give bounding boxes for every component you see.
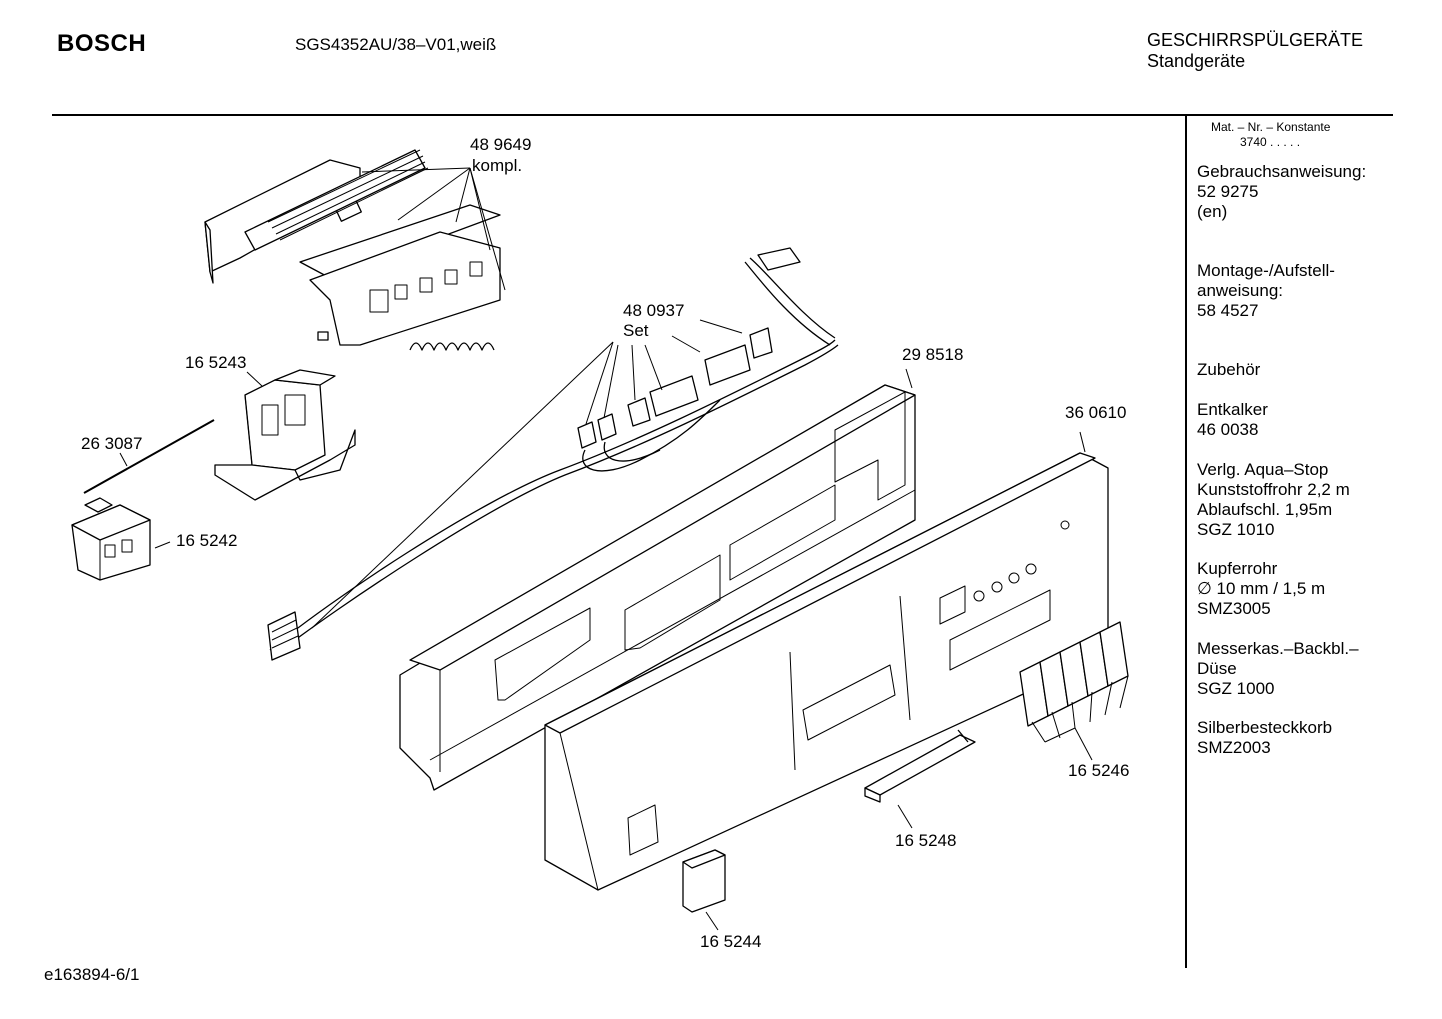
- button-set: [1019, 621, 1129, 727]
- subcategory-title: Standgeräte: [1147, 51, 1246, 71]
- mat-nr-value: 3740 . . . . .: [1240, 135, 1301, 149]
- sidebar-line: (en): [1197, 202, 1228, 221]
- part-label-165248: 16 5248: [895, 831, 957, 850]
- sidebar-block-cutlery-basket: Silberbesteckkorb SMZ2003: [1197, 718, 1332, 758]
- sidebar-line: ∅ 10 mm / 1,5 m: [1197, 579, 1326, 598]
- exploded-parts-diagram: [71, 149, 1129, 931]
- panel-frame: [399, 384, 916, 791]
- sidebar-block-installation: Montage-/Aufstell- anweisung: 58 4527: [1197, 261, 1335, 321]
- part-label-165243: 16 5243: [185, 353, 247, 372]
- mat-nr-label: Mat. – Nr. – Konstante: [1211, 120, 1331, 134]
- sidebar-line: SMZ2003: [1197, 738, 1271, 757]
- switch-part: [71, 497, 151, 581]
- sidebar-block-descaler: Entkalker 46 0038: [1197, 400, 1268, 440]
- sidebar-line: 52 9275: [1197, 182, 1259, 201]
- sidebar-line: Kupferrohr: [1197, 559, 1278, 578]
- diagram-code: e163894-6/1: [44, 965, 140, 984]
- header-divider: [52, 114, 1393, 116]
- sidebar-line: Montage-/Aufstell-: [1197, 261, 1335, 280]
- part-label-165244: 16 5244: [700, 932, 762, 951]
- sidebar-line: Gebrauchsanweisung:: [1197, 162, 1367, 181]
- part-label-165242: 16 5242: [176, 531, 238, 550]
- part-label-298518: 29 8518: [902, 345, 964, 364]
- sidebar-line: Entkalker: [1197, 400, 1268, 419]
- part-label-489649: 48 9649: [470, 135, 532, 154]
- brand-logo: BOSCH: [57, 30, 147, 57]
- sidebar-line: anweisung:: [1197, 281, 1284, 300]
- sidebar-line: 46 0038: [1197, 420, 1259, 439]
- sidebar-line: Ablaufschl. 1,95m: [1197, 500, 1333, 519]
- front-panel: [544, 452, 1109, 891]
- sidebar-line: Silberbesteckkorb: [1197, 718, 1333, 737]
- sidebar-line: Messerkas.–Backbl.–: [1197, 639, 1359, 658]
- sidebar-line: SGZ 1000: [1197, 679, 1275, 698]
- electronic-module: [204, 149, 501, 351]
- rod-part: [83, 419, 215, 494]
- wiring-harness: [267, 247, 839, 661]
- sidebar-block-accessories: Zubehör: [1197, 360, 1260, 380]
- sidebar-line: Zubehör: [1197, 360, 1261, 379]
- model-number: SGS4352AU/38–V01,weiß: [295, 35, 497, 54]
- part-label-165246: 16 5246: [1068, 761, 1130, 780]
- knob-part: [682, 849, 726, 913]
- part-label-480937-sub: Set: [623, 321, 649, 340]
- sidebar-line: 58 4527: [1197, 301, 1259, 320]
- sidebar-line: Verlg. Aqua–Stop: [1197, 460, 1329, 479]
- part-label-480937: 48 0937: [623, 301, 685, 320]
- sidebar-block-aquastop: Verlg. Aqua–Stop Kunststoffrohr 2,2 m Ab…: [1197, 460, 1350, 540]
- part-label-360610: 36 0610: [1065, 403, 1127, 422]
- sidebar-block-copper-pipe: Kupferrohr ∅ 10 mm / 1,5 m SMZ3005: [1197, 559, 1325, 619]
- sidebar-line: SMZ3005: [1197, 599, 1271, 618]
- sidebar-line: Kunststoffrohr 2,2 m: [1197, 480, 1350, 499]
- category-title: GESCHIRRSPÜLGERÄTE: [1147, 30, 1364, 50]
- sidebar-line: Düse: [1197, 659, 1237, 678]
- part-label-263087: 26 3087: [81, 434, 143, 453]
- bracket-part: [214, 369, 356, 501]
- sidebar-line: SGZ 1010: [1197, 520, 1275, 539]
- sidebar-block-nozzle: Messerkas.–Backbl.– Düse SGZ 1000: [1197, 639, 1359, 699]
- part-label-489649-sub: kompl.: [472, 156, 523, 175]
- sidebar-divider: [1185, 116, 1187, 968]
- cover-strip: [864, 729, 976, 803]
- sidebar-block-manual: Gebrauchsanweisung: 52 9275 (en): [1197, 162, 1366, 222]
